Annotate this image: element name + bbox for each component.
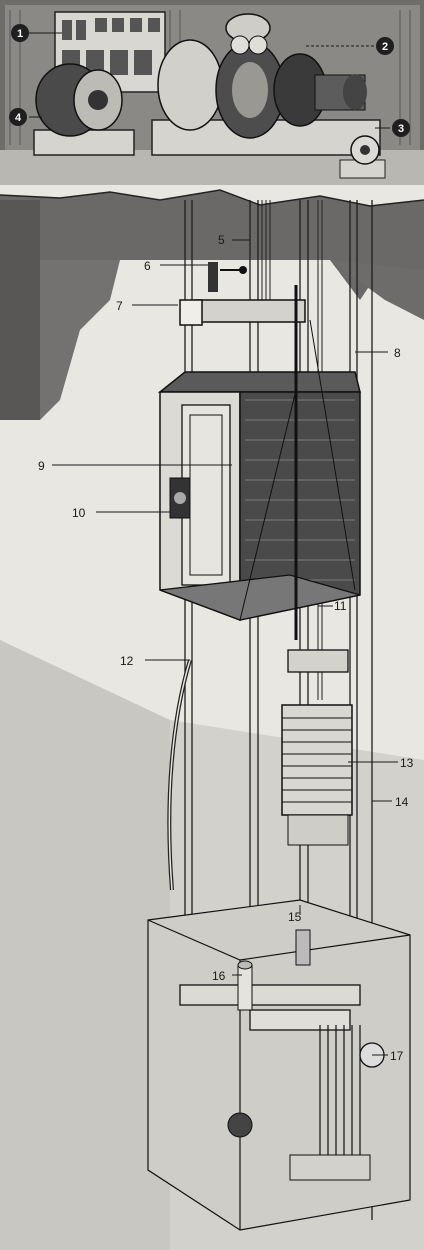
traction-machine [151, 13, 381, 156]
label-8: 8 [394, 346, 401, 360]
label-4: 4 [15, 112, 22, 124]
label-17: 17 [390, 1049, 404, 1063]
label-16: 16 [212, 969, 226, 983]
pit [147, 899, 411, 1231]
label-2: 2 [382, 41, 388, 53]
label-15: 15 [288, 910, 302, 924]
elevator-car [157, 285, 361, 640]
label-13: 13 [400, 756, 414, 770]
label-7: 7 [116, 299, 123, 313]
label-10: 10 [72, 506, 86, 520]
motor-generator [33, 63, 135, 156]
control-panel [54, 11, 166, 93]
callout-1: 1 [11, 24, 29, 42]
car-crosshead [179, 262, 306, 326]
label-9: 9 [38, 459, 45, 473]
label-12: 12 [120, 654, 134, 668]
label-5: 5 [218, 233, 225, 247]
counterweight [281, 649, 353, 846]
label-3: 3 [398, 123, 404, 135]
compensating-chain [167, 659, 192, 891]
callout-leaders [29, 32, 398, 1056]
callout-4: 4 [9, 108, 27, 126]
label-1: 1 [17, 28, 23, 40]
callout-3: 3 [392, 119, 410, 137]
label-14: 14 [395, 795, 409, 809]
governor [339, 135, 386, 179]
label-6: 6 [144, 259, 151, 273]
callout-2: 2 [376, 37, 394, 55]
machine-room [0, 0, 424, 185]
label-11: 11 [334, 599, 347, 613]
